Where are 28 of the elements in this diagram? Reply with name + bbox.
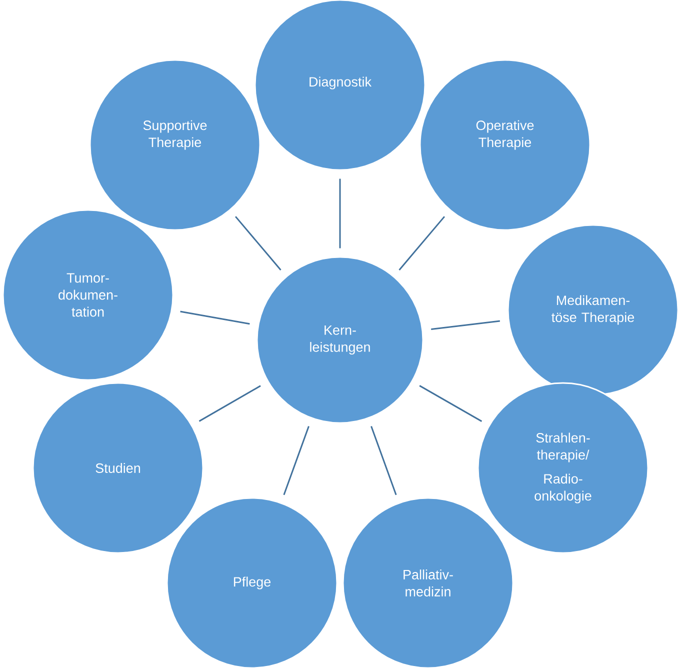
node-label: Tumor- dokumen- tation bbox=[58, 273, 118, 317]
node-label: Diagnostik bbox=[310, 76, 372, 90]
node-label: Supportive Therapie bbox=[143, 120, 207, 150]
circle bbox=[477, 382, 649, 554]
node-label: Medikamen- töse Therapie bbox=[552, 295, 634, 325]
circle bbox=[256, 256, 424, 424]
circle bbox=[32, 382, 204, 554]
node-label: Pflege bbox=[234, 576, 271, 590]
node-label: Studien bbox=[96, 463, 140, 473]
connector-line bbox=[180, 310, 250, 325]
circle bbox=[507, 224, 678, 396]
circle bbox=[419, 59, 591, 231]
connector-line bbox=[234, 216, 282, 270]
circle bbox=[89, 59, 261, 231]
node-label: Strahlen- therapie/ Radio- onkologie bbox=[534, 432, 592, 504]
connector-line bbox=[431, 320, 500, 330]
connector-line bbox=[198, 385, 261, 422]
circle bbox=[2, 209, 174, 381]
connector-line bbox=[339, 178, 341, 248]
circle bbox=[166, 497, 338, 668]
connector-line bbox=[398, 216, 446, 270]
circle bbox=[342, 497, 514, 668]
node-label: Operative Therapie bbox=[476, 120, 534, 150]
connector-line bbox=[419, 385, 482, 422]
node-label: Palliativ- medizin bbox=[404, 570, 453, 596]
connector-line bbox=[370, 426, 397, 496]
connector-line bbox=[283, 426, 310, 496]
node-label: Kern- leistungen bbox=[310, 325, 370, 355]
